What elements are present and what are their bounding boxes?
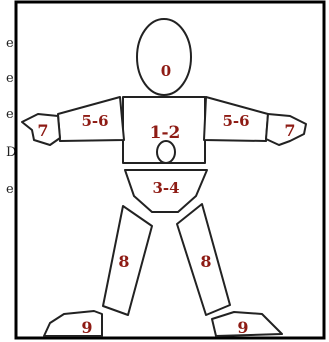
label-pelvis: 3-4 (152, 179, 179, 197)
cut-off-text-3: e (6, 107, 14, 122)
label-hand-left: 7 (37, 121, 48, 140)
cut-off-text-2: e (6, 71, 14, 86)
label-upper-arm-right: 5-6 (222, 112, 249, 130)
label-upper-arm-left: 5-6 (81, 112, 108, 130)
head-region (137, 19, 191, 95)
cut-off-text-1: e (6, 36, 14, 51)
label-foot-left: 9 (81, 318, 92, 337)
label-foot-right: 9 (237, 318, 248, 337)
label-hand-right: 7 (284, 121, 295, 140)
torso-inner-oval (157, 141, 175, 163)
label-torso: 1-2 (150, 123, 181, 143)
cut-off-text-5: e (6, 182, 14, 197)
label-leg-right: 8 (200, 252, 211, 271)
label-leg-left: 8 (118, 252, 129, 271)
label-head: 0 (161, 62, 171, 80)
